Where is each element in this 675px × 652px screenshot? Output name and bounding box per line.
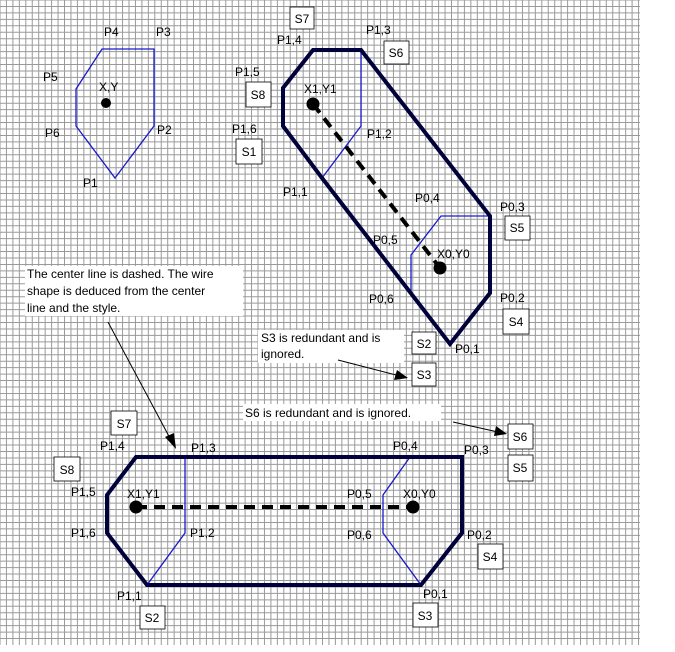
box-s3 — [411, 362, 437, 387]
label-p1-6-bottom: P1,6 — [71, 526, 96, 540]
horizontal-point-x1y1 — [129, 500, 143, 514]
box-s6-bottom — [507, 423, 534, 450]
label-p3: P3 — [156, 25, 171, 39]
label-p0-2: P0,2 — [500, 291, 525, 305]
label-s8-bottom: S8 — [60, 463, 75, 477]
note-background-s6 — [243, 404, 441, 421]
label-center-xy: X,Y — [99, 80, 118, 94]
label-p1: P1 — [83, 176, 98, 190]
diagonal-wire-outline — [281, 48, 492, 348]
box-s3-bottom — [412, 602, 439, 628]
label-s6: S6 — [389, 46, 404, 60]
label-s2: S2 — [417, 337, 432, 351]
arrow-s6 — [452, 421, 499, 433]
label-p0-3: P0,3 — [500, 200, 525, 214]
top-left-shape-outline — [75, 48, 155, 180]
label-p6: P6 — [45, 126, 60, 140]
diagonal-point-x0y0 — [433, 261, 447, 275]
diagonal-center-line — [311, 102, 442, 270]
diagonal-end-shape-0 — [410, 215, 491, 346]
label-s7: S7 — [295, 12, 310, 26]
note-background-s3 — [258, 330, 404, 363]
horizontal-point-x0y0 — [406, 500, 420, 514]
box-s2 — [411, 331, 437, 355]
label-p0-6-bottom: P0,6 — [347, 528, 372, 542]
label-s3: S3 — [417, 368, 432, 382]
box-s5 — [504, 215, 531, 241]
label-p2: P2 — [157, 123, 172, 137]
label-p1-4-bottom: P1,4 — [100, 439, 125, 453]
label-p1-4: P1,4 — [277, 33, 302, 47]
label-x0y0: X0,Y0 — [437, 247, 470, 261]
arrow-s3 — [337, 359, 401, 377]
label-p0-4-bottom: P0,4 — [393, 439, 418, 453]
box-s7-bottom — [110, 410, 138, 436]
box-s4 — [502, 308, 530, 335]
label-p0-4: P0,4 — [415, 191, 440, 205]
label-p0-1: P0,1 — [455, 342, 480, 356]
box-s8-bottom — [53, 456, 81, 482]
label-x0y0-bottom: X0,Y0 — [403, 487, 436, 501]
label-s5-bottom: S5 — [513, 461, 528, 475]
label-x1y1: X1,Y1 — [304, 82, 337, 96]
label-s4: S4 — [509, 315, 524, 329]
label-p1-1: P1,1 — [283, 185, 308, 199]
label-x1y1-bottom: X1,Y1 — [127, 487, 160, 501]
arrow-center-line — [107, 321, 173, 443]
arrowhead-s6 — [494, 426, 507, 436]
top-left-center-point — [101, 98, 111, 108]
annotations: The center line is dashed. The wire shap… — [25, 266, 507, 449]
label-s5: S5 — [510, 221, 525, 235]
horizontal-wire: S7 P1,4 P1,3 P0,4 P0,3 S6 S8 S5 P1,5 X1,… — [53, 410, 534, 630]
box-s8 — [245, 81, 272, 108]
label-p1-2: P1,2 — [367, 127, 392, 141]
arrowhead-s3 — [394, 370, 408, 380]
box-s5-bottom — [507, 454, 534, 482]
label-p1-5: P1,5 — [235, 65, 260, 79]
note-s3-redundant: S3 is redundant and is ignored. — [261, 331, 384, 361]
label-p1-3: P1,3 — [366, 23, 391, 37]
note-center-line: The center line is dashed. The wire shap… — [27, 267, 217, 315]
box-s1 — [235, 138, 263, 165]
label-s4-bottom: S4 — [483, 550, 498, 564]
diagonal-wire: S7 P1,3 P1,4 S6 P1,5 S8 X1,Y1 P1,6 P1,2 … — [232, 6, 531, 387]
top-left-shape: P4 P3 P5 X,Y P2 P6 P1 — [43, 25, 172, 190]
label-p1-2-bottom: P1,2 — [190, 526, 215, 540]
label-p0-5: P0,5 — [373, 233, 398, 247]
label-p1-5-bottom: P1,5 — [71, 485, 96, 499]
label-p0-6: P0,6 — [369, 292, 394, 306]
label-p0-3-bottom: P0,3 — [464, 443, 489, 457]
label-p1-6: P1,6 — [232, 122, 257, 136]
label-p0-5-bottom: P0,5 — [347, 487, 372, 501]
label-s7-bottom: S7 — [117, 417, 132, 431]
box-s2-bottom — [139, 605, 166, 630]
label-p1-3-bottom: P1,3 — [191, 441, 216, 455]
label-s6-bottom: S6 — [513, 430, 528, 444]
horizontal-wire-outline — [105, 455, 464, 587]
label-s8: S8 — [251, 88, 266, 102]
label-p0-2-bottom: P0,2 — [467, 528, 492, 542]
label-p0-1-bottom: P0,1 — [423, 587, 448, 601]
arrowhead-center-line — [165, 433, 176, 449]
horizontal-end-shape-1 — [106, 456, 186, 587]
label-p4: P4 — [104, 25, 119, 39]
note-s6-redundant: S6 is redundant and is ignored. — [245, 406, 411, 420]
box-s7 — [289, 6, 315, 30]
background-grid — [0, 0, 640, 645]
label-s2-bottom: S2 — [145, 611, 160, 625]
diagonal-point-x1y1 — [306, 97, 320, 111]
label-s3-bottom: S3 — [418, 609, 433, 623]
label-p5: P5 — [43, 70, 58, 84]
note-background-center-line — [25, 266, 243, 316]
box-s4-bottom — [477, 543, 504, 570]
horizontal-end-shape-0 — [382, 456, 463, 587]
label-p1-1-bottom: P1,1 — [117, 589, 142, 603]
box-s6 — [383, 40, 410, 65]
label-s1: S1 — [242, 145, 257, 159]
